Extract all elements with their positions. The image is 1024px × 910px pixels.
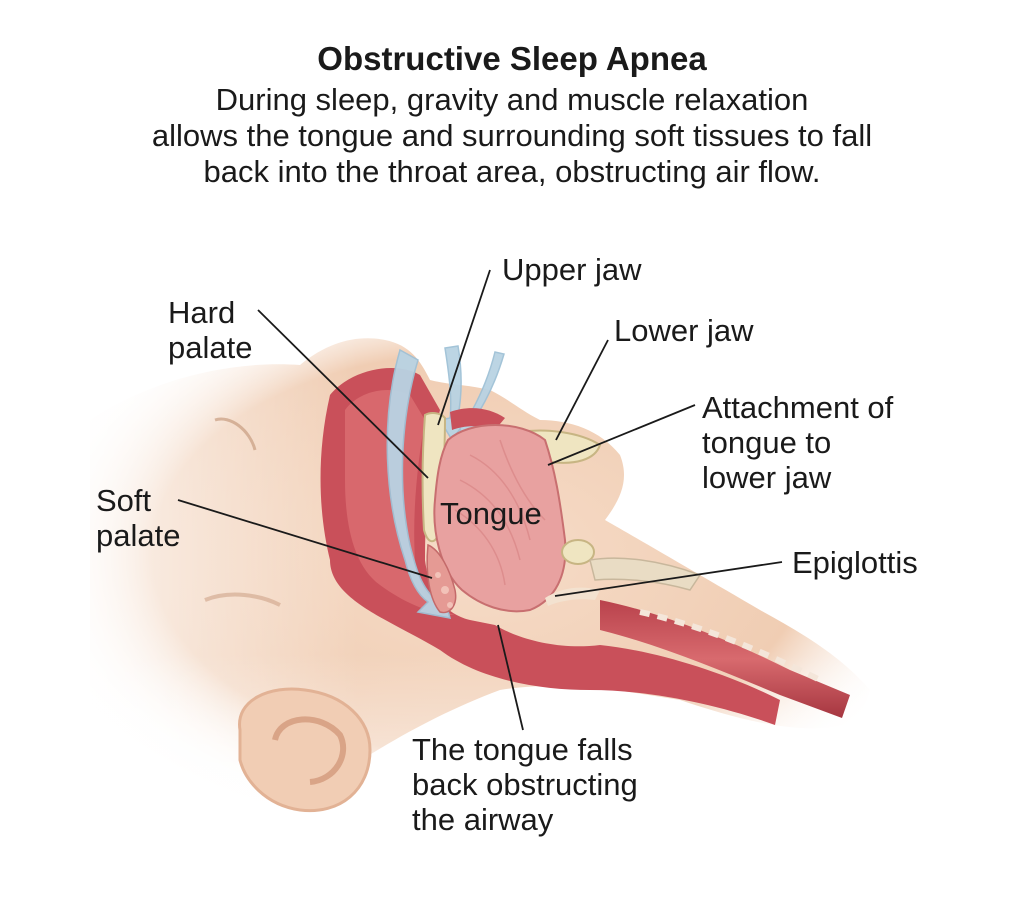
subtitle-line: back into the throat area, obstructing a… [203, 154, 821, 189]
soft-palate-tissue [426, 543, 457, 614]
label-lower-jaw: Lower jaw [614, 313, 754, 348]
ear-icon [238, 687, 372, 813]
label-attachment: Attachment of tongue to lower jaw [702, 390, 894, 495]
label-soft-palate: Soft palate [96, 483, 181, 553]
subtitle-line: During sleep, gravity and muscle relaxat… [215, 82, 809, 117]
label-tongue: Tongue [440, 496, 542, 531]
tongue-shape [433, 424, 567, 613]
trachea-tube [600, 600, 850, 718]
diagram-subtitle: During sleep, gravity and muscle relaxat… [0, 82, 1024, 190]
label-upper-jaw: Upper jaw [502, 252, 642, 287]
leader-lines [177, 269, 783, 731]
label-tongue-falls: The tongue falls back obstructing the ai… [412, 732, 638, 837]
diagram-title: Obstructive Sleep Apnea [317, 40, 707, 77]
label-epiglottis: Epiglottis [792, 545, 918, 580]
label-hard-palate: Hard palate [168, 295, 253, 365]
subtitle-line: allows the tongue and surrounding soft t… [151, 118, 873, 153]
